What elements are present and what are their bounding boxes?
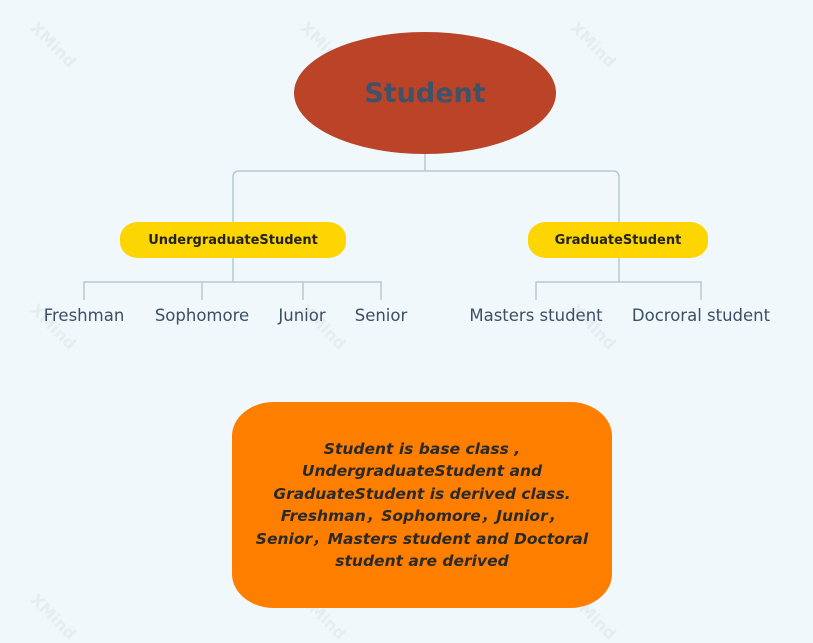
branch-node-label: UndergraduateStudent (148, 232, 318, 248)
root-to-branches-connector (232, 154, 620, 222)
leaf-node-freshman[interactable]: Freshman (43, 306, 125, 325)
leaf-node-doctoral-student[interactable]: Docroral student (631, 306, 771, 325)
undergrad-to-leaves-connector (83, 258, 382, 300)
summary-note[interactable]: Student is base class , UndergraduateStu… (232, 402, 612, 608)
leaf-node-masters-student[interactable]: Masters student (469, 306, 603, 325)
root-node-student[interactable]: Student (294, 32, 556, 154)
summary-note-text: Student is base class , UndergraduateStu… (255, 439, 589, 571)
branch-node-graduate[interactable]: GraduateStudent (528, 222, 708, 258)
grad-to-leaves-connector (535, 258, 702, 300)
leaf-node-junior[interactable]: Junior (278, 306, 326, 325)
root-node-label: Student (364, 77, 486, 109)
leaf-node-sophomore[interactable]: Sophomore (154, 306, 250, 325)
leaf-node-senior[interactable]: Senior (354, 306, 408, 325)
branch-node-label: GraduateStudent (554, 232, 682, 248)
branch-node-undergraduate[interactable]: UndergraduateStudent (120, 222, 346, 258)
